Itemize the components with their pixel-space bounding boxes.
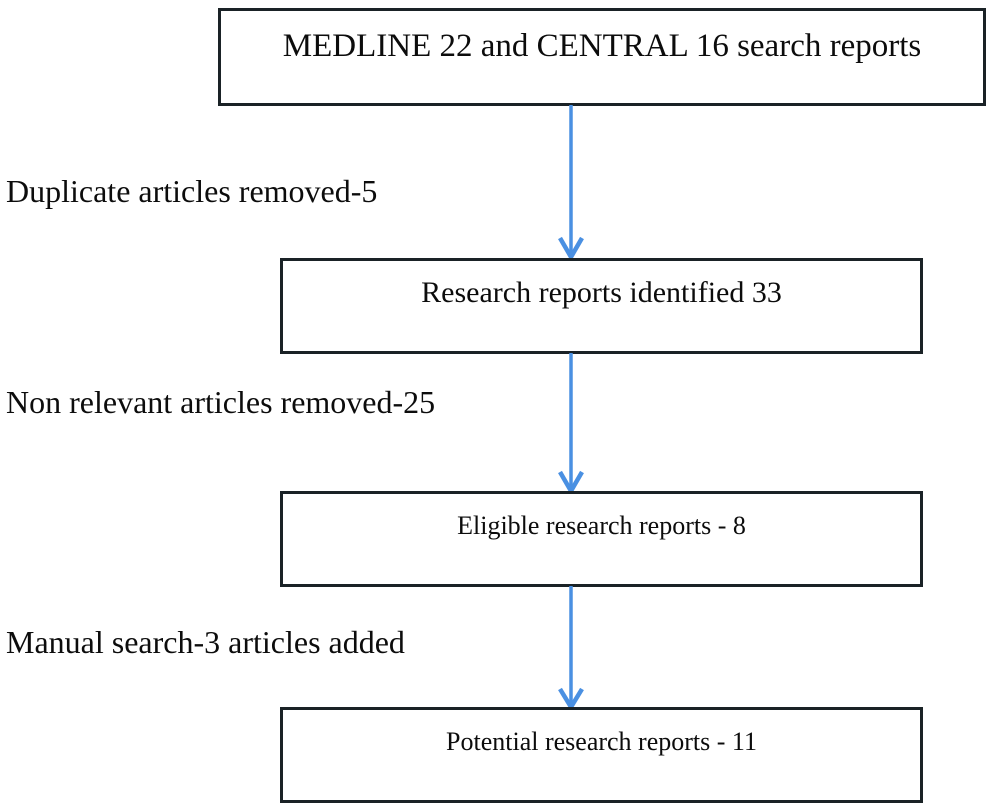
flow-connector-arrow-down-icon xyxy=(558,586,584,712)
flow-node-label: MEDLINE 22 and CENTRAL 16 search reports xyxy=(282,28,922,64)
flow-node-reports-identified: Research reports identified 33 xyxy=(280,258,923,354)
flow-node-potential-reports: Potential research reports - 11 xyxy=(280,707,923,803)
flow-node-search-reports: MEDLINE 22 and CENTRAL 16 search reports xyxy=(218,8,986,106)
flow-node-label: Potential research reports - 11 xyxy=(446,727,757,756)
flow-node-label: Eligible research reports - 8 xyxy=(457,511,746,540)
flow-side-label-duplicates-removed: Duplicate articles removed-5 xyxy=(6,173,378,209)
flow-connector-arrow-down-icon xyxy=(558,353,584,496)
flow-node-label: Research reports identified 33 xyxy=(421,276,782,309)
flow-side-label-manual-search-added: Manual search-3 articles added xyxy=(6,624,405,660)
flow-connector-arrow-down-icon xyxy=(558,105,584,262)
flow-node-eligible-reports: Eligible research reports - 8 xyxy=(280,491,923,587)
flow-side-label-non-relevant-removed: Non relevant articles removed-25 xyxy=(6,384,436,420)
